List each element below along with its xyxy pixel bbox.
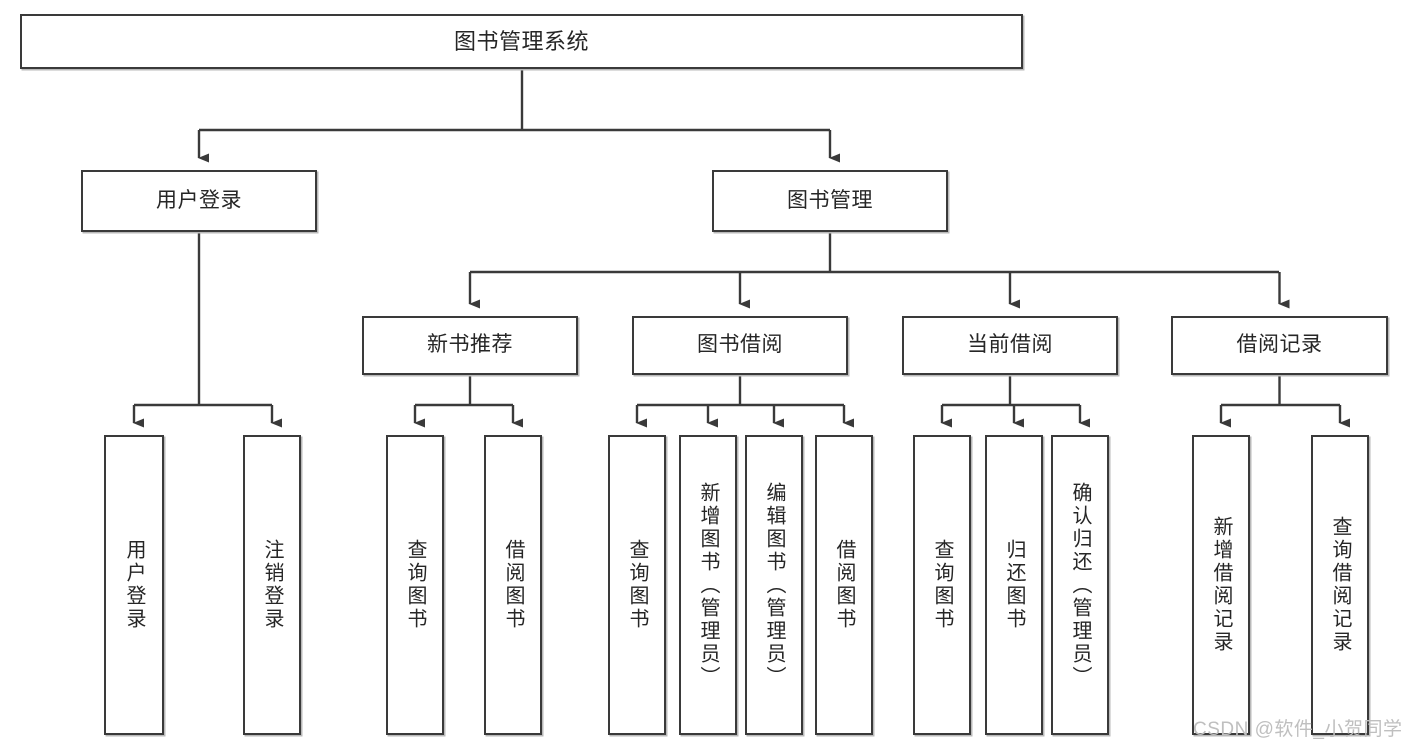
leaf-node-leaf-confirm-return[interactable]: 确认归还（管理员） xyxy=(1051,435,1109,735)
level2-node-user-login[interactable]: 用户登录 xyxy=(81,170,317,232)
leaf-node-leaf-logout[interactable]: 注销登录 xyxy=(243,435,301,735)
leaf-node-leaf-query-book-3[interactable]: 查询图书 xyxy=(913,435,971,735)
node-label: 借阅图书 xyxy=(833,539,855,631)
leaf-node-leaf-query-book-2[interactable]: 查询图书 xyxy=(608,435,666,735)
node-label: 新增图书（管理员） xyxy=(697,481,719,689)
node-label: 用户登录 xyxy=(123,539,145,631)
leaf-node-leaf-return-book[interactable]: 归还图书 xyxy=(985,435,1043,735)
level3-node-current-borrow[interactable]: 当前借阅 xyxy=(902,316,1118,375)
tree-connectors xyxy=(132,69,1350,428)
root-node[interactable]: 图书管理系统 xyxy=(20,14,1023,69)
node-label: 图书管理系统 xyxy=(453,28,589,54)
leaf-node-leaf-borrow-book-1[interactable]: 借阅图书 xyxy=(484,435,542,735)
leaf-node-leaf-edit-book[interactable]: 编辑图书（管理员） xyxy=(745,435,803,735)
node-label: 注销登录 xyxy=(261,539,283,631)
level2-node-book-manage[interactable]: 图书管理 xyxy=(712,170,948,232)
node-label: 图书借阅 xyxy=(697,333,783,357)
node-label: 查询图书 xyxy=(931,539,953,631)
node-label: 查询图书 xyxy=(626,539,648,631)
node-label: 当前借阅 xyxy=(967,333,1053,357)
leaf-node-leaf-add-record[interactable]: 新增借阅记录 xyxy=(1192,435,1250,735)
leaf-node-leaf-add-book[interactable]: 新增图书（管理员） xyxy=(679,435,737,735)
csdn-watermark: CSDN @软件_小贺同学 xyxy=(1193,719,1403,740)
node-label: 查询借阅记录 xyxy=(1329,516,1351,654)
leaf-node-leaf-borrow-book-2[interactable]: 借阅图书 xyxy=(815,435,873,735)
leaf-node-leaf-query-book-1[interactable]: 查询图书 xyxy=(386,435,444,735)
level3-node-book-borrow[interactable]: 图书借阅 xyxy=(632,316,848,375)
node-label: 查询图书 xyxy=(404,539,426,631)
level3-node-new-book-rec[interactable]: 新书推荐 xyxy=(362,316,578,375)
node-label: 新书推荐 xyxy=(427,333,513,357)
leaf-node-leaf-query-record[interactable]: 查询借阅记录 xyxy=(1311,435,1369,735)
node-label: 借阅记录 xyxy=(1236,333,1323,357)
node-label: 归还图书 xyxy=(1003,539,1025,631)
node-label: 借阅图书 xyxy=(502,539,524,631)
node-label: 新增借阅记录 xyxy=(1210,516,1232,654)
node-label: 编辑图书（管理员） xyxy=(763,481,785,689)
leaf-node-leaf-user-login[interactable]: 用户登录 xyxy=(104,435,164,735)
level3-node-borrow-record[interactable]: 借阅记录 xyxy=(1171,316,1388,375)
node-label: 图书管理 xyxy=(787,188,873,212)
node-label: 用户登录 xyxy=(156,188,242,212)
node-label: 确认归还（管理员） xyxy=(1069,481,1091,689)
